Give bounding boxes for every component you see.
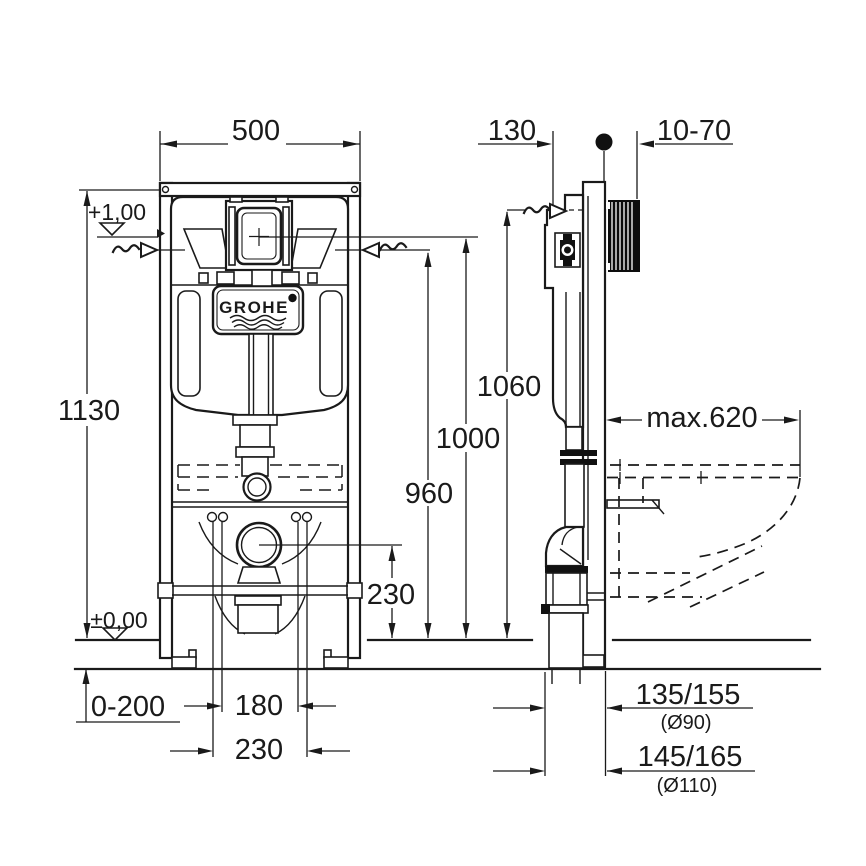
bowl-bracket: [560, 450, 597, 456]
dim-inlet-height: 960: [405, 478, 453, 510]
dim-outlet-90: 135/155: [636, 679, 741, 711]
dim-outlet-110-diameter: (Ø110): [657, 775, 718, 797]
dim-wall-clearance: 10-70: [657, 115, 731, 147]
brand-logo-text: GROHE: [219, 298, 289, 317]
registered-mark-icon: [288, 293, 297, 303]
mounting-band-dashed: [177, 464, 343, 491]
dim-supply-height: 1060: [477, 371, 542, 403]
frame-left-foot: [171, 656, 197, 669]
dim-outlet-110: 145/165: [638, 741, 743, 773]
level-marker-icon: [101, 627, 129, 642]
dim-frame-depth: 130: [488, 115, 536, 147]
outlet-elbow: [544, 525, 585, 568]
level-zero-label: ±0,00: [90, 607, 147, 633]
flush-plate-assembly: [224, 196, 294, 272]
brand-plate: GROHE: [211, 284, 305, 336]
wall-anchor-block: [606, 200, 640, 272]
cistern-side-profile: [543, 193, 585, 429]
level-plus-label: +1,00: [88, 199, 146, 225]
anchor-rod-point: [595, 133, 613, 151]
water-inlet-right-icon: [378, 242, 408, 252]
dim-frame-height: 1130: [58, 395, 120, 427]
inlet-valve-fitting: [554, 232, 581, 268]
corner-screw-icon: [161, 185, 170, 194]
frame-right-foot: [323, 656, 349, 669]
bowl-fixing-rod: [606, 499, 660, 509]
dim-rod-spacing: 180: [235, 690, 283, 722]
front-view-frame: GROHE: [157, 181, 363, 669]
dim-floor-buildup: 0-200: [91, 691, 165, 723]
dim-frame-width: 500: [232, 115, 280, 147]
water-inlet-side-icon: [522, 205, 552, 215]
level-marker-icon: [98, 222, 126, 237]
dim-outlet-90-diameter: (Ø90): [660, 712, 711, 734]
dim-bowl-depth: max.620: [646, 402, 757, 434]
dim-plate-height: 1000: [436, 423, 501, 455]
wc-bowl-dashed-outline: [607, 459, 803, 608]
dimensions: 500 1130 +1,00 ±0,00 0-200 180: [58, 115, 801, 797]
dim-fixing-spacing: 230: [235, 734, 283, 766]
dim-outlet-height: 230: [367, 579, 415, 611]
water-inlet-left-icon: [111, 244, 141, 254]
corner-screw-icon: [350, 185, 359, 194]
frame-top-bar: [158, 181, 362, 198]
side-view-frame: [541, 133, 803, 684]
floor-lines: [73, 638, 822, 671]
water-supply-arrows: [111, 202, 582, 259]
logo-wave-icon: [229, 314, 287, 322]
